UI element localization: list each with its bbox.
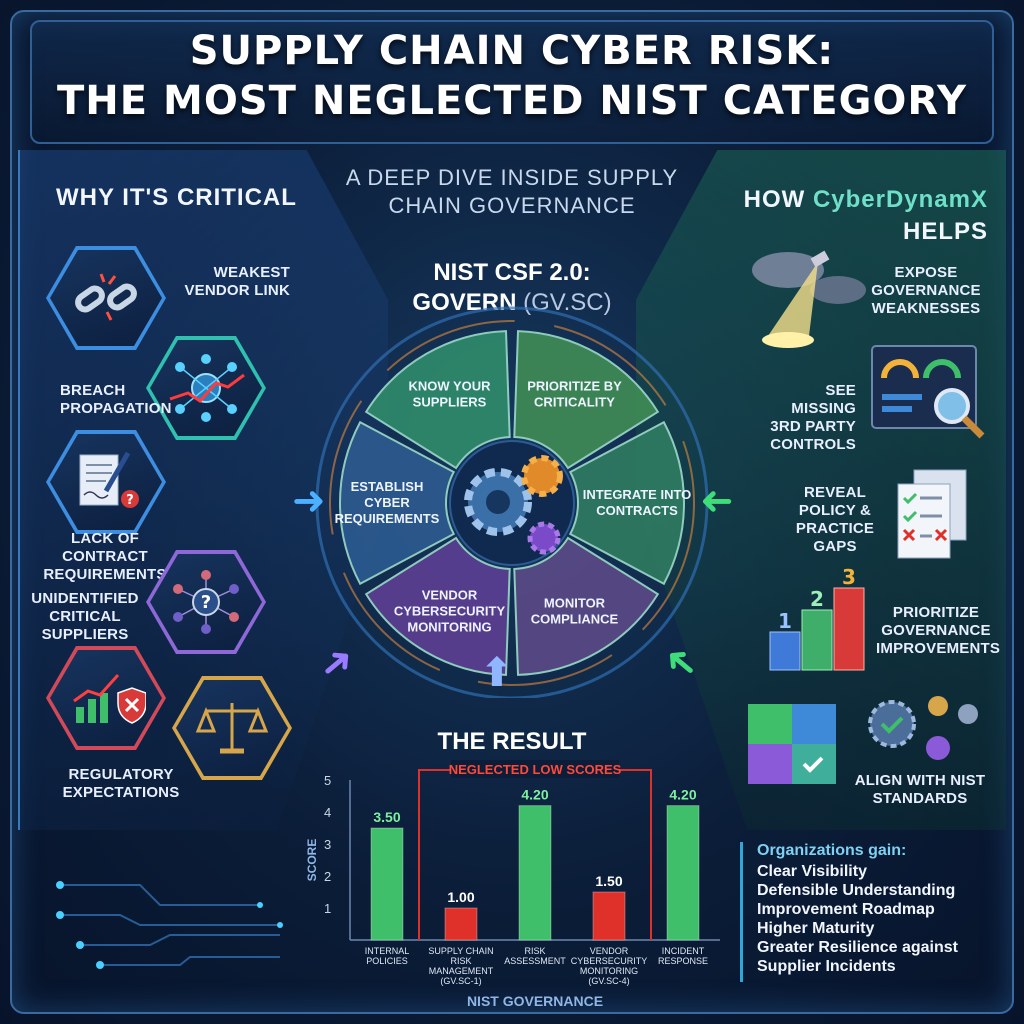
wheel-segment [364, 536, 511, 676]
wheel-segment [364, 330, 511, 470]
bar-value-label: 4.20 [669, 787, 696, 803]
spotlight-icon [752, 250, 866, 348]
title-banner [30, 20, 994, 144]
bar-value-label: 4.20 [521, 787, 548, 803]
subtitle: A DEEP DIVE INSIDE SUPPLY CHAIN GOVERNAN… [312, 164, 712, 220]
svg-text:2: 2 [810, 587, 824, 611]
left-label-3: LACK OF CONTRACT REQUIREMENTS [43, 530, 167, 583]
wheel-title-sub: (GV.SC) [523, 289, 612, 316]
right-panel-heading: HOW CyberDynamX HELPS [738, 184, 988, 248]
y-tick-label: 3 [324, 837, 331, 852]
gain-item: Defensible Understanding [757, 882, 956, 899]
y-axis-label: SCORE [305, 839, 319, 882]
y-tick-label: 1 [324, 901, 331, 916]
brand-name: CyberDynamX [812, 186, 988, 213]
y-tick-label: 2 [324, 869, 331, 884]
gain-item: Improvement Roadmap [757, 901, 935, 918]
wheel-segment [513, 536, 660, 676]
gain-item: Clear Visibility [757, 863, 867, 880]
right-label-3: REVEAL POLICY & PRACTICE GAPS [795, 484, 875, 555]
svg-text:?: ? [201, 592, 211, 613]
bar [592, 891, 626, 941]
dashboard-magnifier-icon [871, 345, 985, 439]
arrow-left-icon: ➜ [700, 479, 734, 523]
left-panel-heading: WHY IT'S CRITICAL [56, 184, 297, 211]
bar [444, 907, 478, 941]
y-tick-label: 5 [324, 773, 331, 788]
title-line-1: SUPPLY CHAIN CYBER RISK: [189, 28, 835, 74]
result-title: THE RESULT [437, 728, 587, 755]
left-label-1: WEAKEST VENDOR LINK [184, 264, 290, 299]
x-axis-label: NIST GOVERNANCE [467, 993, 603, 1009]
gain-item: Supplier Incidents [757, 958, 896, 975]
bar-value-label: 3.50 [373, 809, 400, 825]
wheel-segment [339, 420, 456, 586]
wheel-title: NIST CSF 2.0: GOVERN (GV.SC) [302, 258, 722, 318]
wheel-segment [513, 330, 660, 470]
broken-chain-icon [46, 246, 166, 350]
puzzle-gears-icon [748, 696, 978, 784]
wheel-title-line-1: NIST CSF 2.0: [433, 259, 591, 286]
bar [666, 805, 700, 941]
checklist-icon [897, 469, 967, 559]
circuit-decoration [56, 881, 283, 969]
left-label-2: BREACH PROPAGATION [60, 382, 172, 417]
outer-frame [10, 10, 1014, 1014]
callout-bg [451, 760, 619, 778]
page-title: SUPPLY CHAIN CYBER RISK: THE MOST NEGLEC… [0, 26, 1024, 126]
subtitle-line-2: CHAIN GOVERNANCE [388, 193, 636, 218]
gain-item: Higher Maturity [757, 920, 875, 937]
heading-prefix: HOW [743, 186, 806, 213]
gains-list: Organizations gain: Clear Visibility Def… [740, 842, 1000, 982]
subtitle-line-1: A DEEP DIVE INSIDE SUPPLY [345, 165, 679, 190]
bar [518, 805, 552, 941]
right-label-4: PRIORITIZE GOVERNANCE IMPROVEMENTS [876, 604, 1001, 657]
arrow-right-icon: ➜ [292, 479, 326, 523]
neglected-callout: NEGLECTED LOW SCORES [449, 762, 622, 777]
left-label-5: REGULATORY EXPECTATIONS [62, 766, 180, 801]
gain-item: Greater Resilience against [757, 939, 958, 956]
y-tick-label: 4 [324, 805, 331, 820]
right-label-2: SEE MISSING 3RD PARTY CONTROLS [770, 382, 856, 453]
bar-value-label: 1.50 [595, 873, 622, 889]
arrow-up-icon: ⬆ [480, 651, 514, 695]
network-globe-icon [146, 336, 266, 440]
bar-value-label: 1.00 [447, 889, 474, 905]
podium-icon: 1 2 3 [769, 566, 865, 671]
wheel-segment [568, 420, 685, 586]
svg-text:?: ? [126, 493, 134, 508]
bar [370, 827, 404, 941]
question-network-icon: ? [146, 550, 266, 654]
gains-heading: Organizations gain: [757, 842, 907, 859]
wheel-title-main: GOVERN [412, 289, 517, 316]
right-label-1: EXPOSE GOVERNANCE WEAKNESSES [871, 264, 981, 317]
svg-text:3: 3 [842, 566, 856, 589]
title-line-2: THE MOST NEGLECTED NIST CATEGORY [57, 78, 967, 124]
heading-suffix: HELPS [902, 218, 988, 245]
left-label-4: UNIDENTIFIED CRITICAL SUPPLIERS [31, 590, 139, 643]
right-label-5: ALIGN WITH NIST STANDARDS [854, 772, 986, 807]
svg-text:1: 1 [778, 609, 792, 633]
